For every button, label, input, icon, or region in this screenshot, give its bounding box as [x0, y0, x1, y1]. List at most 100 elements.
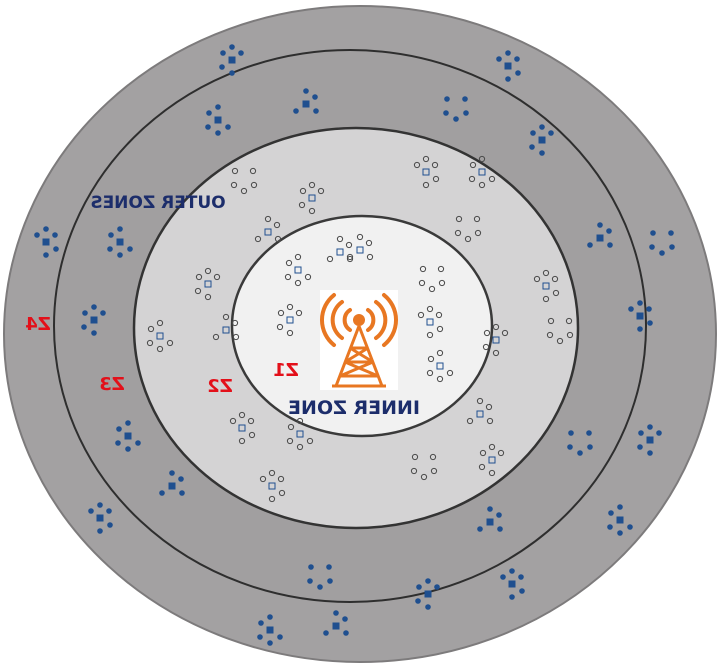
open-device-icon — [431, 161, 439, 169]
filled-device-icon — [444, 96, 450, 102]
open-device-icon — [479, 449, 487, 457]
open-device-icon — [366, 253, 374, 261]
open-device-icon — [432, 175, 440, 183]
z4-text: Z4 — [25, 314, 51, 335]
filled-device-icon — [238, 50, 244, 56]
open-device-icon — [147, 325, 155, 333]
filled-device-icon — [628, 306, 634, 312]
filled-device-icon — [596, 234, 604, 242]
filled-device-icon — [637, 326, 643, 332]
open-device-icon — [268, 495, 276, 503]
open-device-icon — [296, 443, 304, 451]
filled-device-icon — [500, 574, 506, 580]
filled-device-icon — [505, 50, 511, 56]
filled-device-icon — [42, 238, 50, 246]
filled-device-icon — [323, 630, 329, 636]
open-device-icon — [474, 229, 482, 237]
filled-device-icon — [125, 446, 131, 452]
filled-device-icon — [258, 620, 264, 626]
open-device-icon — [552, 289, 560, 297]
filled-device-icon — [647, 424, 653, 430]
filled-device-icon — [205, 124, 211, 130]
open-device-icon — [426, 369, 434, 377]
open-device-icon — [274, 235, 282, 243]
open-device-icon — [410, 467, 418, 475]
filled-device-icon — [43, 226, 49, 232]
device-clusters — [34, 44, 675, 646]
open-device-icon — [427, 355, 435, 363]
filled-device-icon — [416, 584, 422, 590]
open-device-icon — [250, 181, 258, 189]
open-device-icon — [436, 349, 444, 357]
open-device-icon — [287, 423, 295, 431]
filled-device-icon — [178, 476, 184, 482]
filled-device-icon — [577, 450, 583, 456]
filled-device-icon — [649, 244, 655, 250]
open-device-icon — [435, 311, 443, 319]
open-device-icon — [466, 417, 474, 425]
open-device-icon — [259, 475, 267, 483]
filled-device-icon — [53, 246, 59, 252]
open-device-icon — [488, 175, 496, 183]
open-device-icon — [478, 181, 486, 189]
open-device-icon — [482, 343, 490, 351]
open-device-icon — [296, 430, 304, 438]
filled-device-icon — [307, 578, 313, 584]
open-device-icon — [166, 339, 174, 347]
filled-device-icon — [266, 626, 274, 634]
open-device-icon — [566, 331, 574, 339]
open-device-icon — [294, 253, 302, 261]
filled-device-icon — [168, 482, 176, 490]
filled-device-icon — [317, 584, 323, 590]
filled-device-icon — [124, 432, 132, 440]
filled-device-icon — [496, 512, 502, 518]
open-device-icon — [222, 313, 230, 321]
open-device-icon — [240, 187, 248, 195]
outer-zones-text: OUTER ZONES — [90, 193, 225, 213]
open-device-icon — [436, 325, 444, 333]
open-device-icon — [478, 463, 486, 471]
filled-device-icon — [504, 62, 512, 70]
open-device-icon — [485, 403, 493, 411]
filled-device-icon — [616, 516, 624, 524]
open-device-icon — [230, 181, 238, 189]
filled-device-icon — [669, 244, 675, 250]
open-device-icon — [298, 201, 306, 209]
open-device-icon — [194, 287, 202, 295]
open-device-icon — [454, 229, 462, 237]
filled-device-icon — [647, 450, 653, 456]
filled-device-icon — [115, 440, 121, 446]
filled-device-icon — [107, 246, 113, 252]
filled-device-icon — [668, 230, 674, 236]
z3-label: Z3 — [99, 374, 125, 395]
filled-device-icon — [52, 232, 58, 238]
filled-device-icon — [597, 222, 603, 228]
open-device-icon — [429, 453, 437, 461]
open-device-icon — [278, 489, 286, 497]
open-device-icon — [488, 443, 496, 451]
open-device-icon — [422, 168, 430, 176]
open-device-icon — [254, 235, 262, 243]
open-device-icon — [286, 329, 294, 337]
open-device-icon — [156, 332, 164, 340]
filled-device-icon — [312, 94, 318, 100]
open-device-icon — [492, 336, 500, 344]
open-device-icon — [411, 453, 419, 461]
filled-device-icon — [647, 320, 653, 326]
open-device-icon — [437, 265, 445, 273]
z1-text: Z1 — [273, 360, 299, 381]
open-device-icon — [426, 305, 434, 313]
filled-device-icon — [88, 508, 94, 514]
filled-device-icon — [257, 634, 263, 640]
filled-device-icon — [34, 232, 40, 238]
filled-device-icon — [519, 588, 525, 594]
outer-zones-label: OUTER ZONES — [90, 193, 225, 213]
filled-device-icon — [100, 310, 106, 316]
open-device-icon — [232, 333, 240, 341]
open-device-icon — [488, 456, 496, 464]
open-device-icon — [231, 167, 239, 175]
filled-device-icon — [106, 508, 112, 514]
open-device-icon — [317, 187, 325, 195]
open-device-icon — [277, 309, 285, 317]
filled-device-icon — [638, 430, 644, 436]
